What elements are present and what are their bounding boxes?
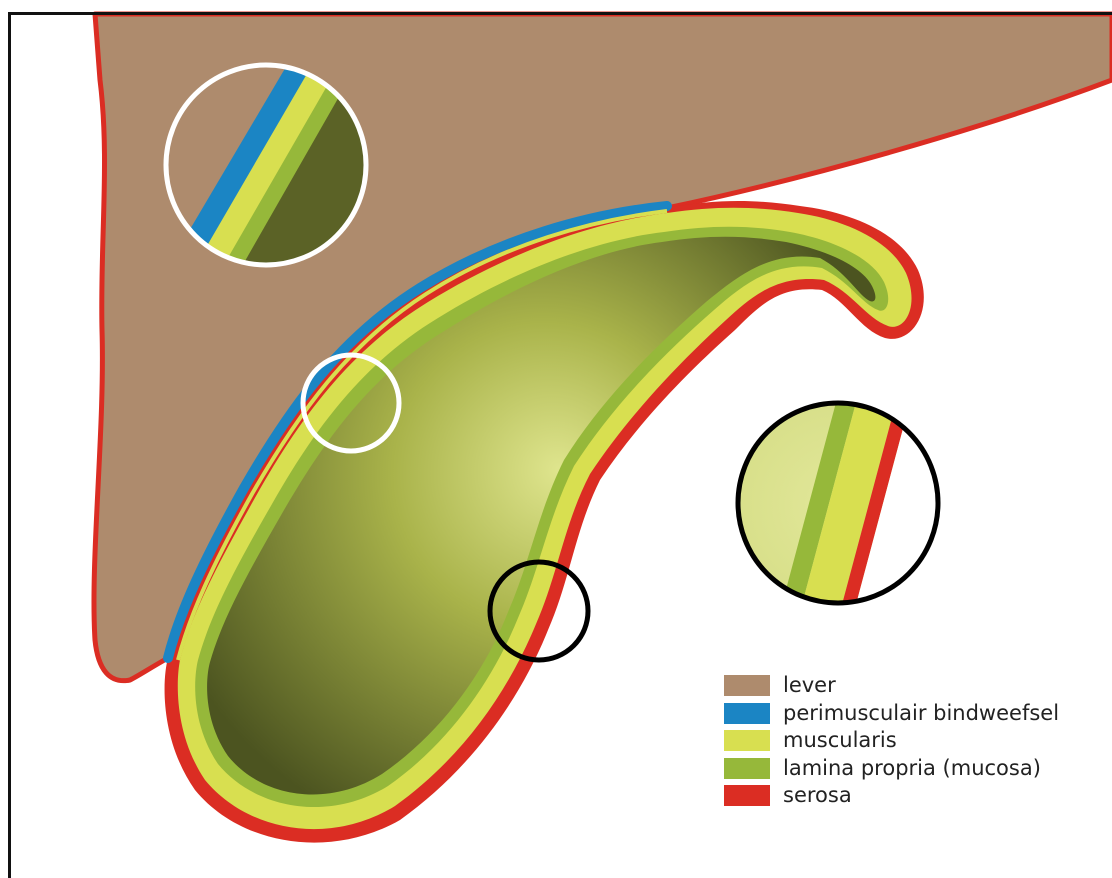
legend-swatch-serosa: [724, 785, 770, 806]
legend-label: muscularis: [783, 730, 897, 751]
legend-swatch-muscularis: [724, 730, 770, 751]
legend-item-perimusculair-bindweefsel: perimusculair bindweefsel: [724, 700, 1059, 728]
legend-item-lamina-propria: lamina propria (mucosa): [724, 755, 1059, 783]
legend-label: lamina propria (mucosa): [783, 758, 1041, 779]
legend-label: perimusculair bindweefsel: [783, 703, 1059, 724]
legend-swatch-perimusculair-bindweefsel: [724, 703, 770, 724]
legend-item-lever: lever: [724, 672, 1059, 700]
legend-item-serosa: serosa: [724, 782, 1059, 810]
legend-swatch-lamina-propria: [724, 758, 770, 779]
legend-label: lever: [783, 675, 836, 696]
legend-label: serosa: [783, 785, 852, 806]
legend-item-muscularis: muscularis: [724, 727, 1059, 755]
legend-swatch-lever: [724, 675, 770, 696]
legend: lever perimusculair bindweefsel muscular…: [724, 672, 1059, 810]
